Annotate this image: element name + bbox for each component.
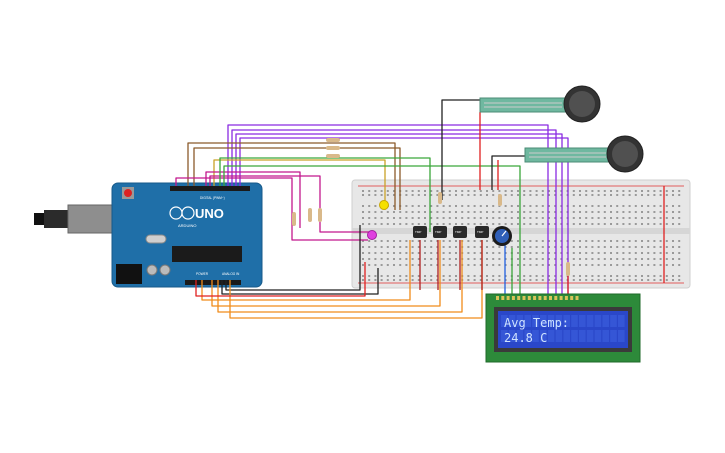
- breadboard: [351, 179, 691, 289]
- digital-header: [170, 186, 250, 191]
- lcd-module: Avg Temp: 24.8 C: [485, 293, 641, 363]
- potentiometer: [492, 226, 512, 246]
- usb-cable-end: [34, 213, 44, 225]
- capacitor: [146, 264, 158, 276]
- temp-sensor: TMP: [413, 226, 427, 238]
- board-brand: ARDUINO: [178, 223, 196, 228]
- temp-sensor: TMP: [433, 226, 447, 238]
- arduino-infinity-logo: [169, 206, 183, 220]
- resistor: [326, 146, 340, 150]
- temp-sensor-label: TMP: [455, 230, 461, 234]
- breadboard-holes: [362, 190, 681, 281]
- digital-label: DIGITAL (PWM~): [200, 196, 225, 200]
- analog-label: ANALOG IN: [222, 272, 240, 276]
- resistor: [318, 208, 322, 222]
- resistor: [498, 194, 502, 206]
- temp-sensor: TMP: [475, 226, 489, 238]
- temp-sensor-label: TMP: [415, 230, 421, 234]
- lcd-pin-header: [496, 296, 579, 300]
- temp-sensor: TMP: [453, 226, 467, 238]
- resistor: [292, 212, 296, 226]
- resistor: [566, 262, 570, 276]
- lcd-line-2: 24.8 C: [504, 331, 547, 345]
- temperature-sensors: TMP TMP TMP TMP: [413, 226, 489, 238]
- lcd-character-grid: [501, 315, 625, 342]
- resistor: [438, 192, 442, 204]
- temp-sensor-label: TMP: [435, 230, 441, 234]
- usb-cable-plug: [44, 210, 70, 228]
- force-sensor-top: [479, 85, 601, 123]
- force-sensor-bottom: [524, 135, 644, 173]
- resistors: [292, 138, 570, 276]
- wires: [175, 99, 665, 319]
- lcd-line-1: Avg Temp:: [504, 316, 569, 330]
- capacitor: [159, 264, 171, 276]
- atmega-chip: [172, 246, 242, 262]
- crystal-oscillator: [145, 234, 167, 244]
- rgb-led: [367, 230, 377, 240]
- resistor: [308, 208, 312, 222]
- resistor: [326, 154, 340, 158]
- resistor: [326, 138, 340, 142]
- reset-button-cap: [124, 189, 132, 197]
- temp-sensor-label: TMP: [477, 230, 483, 234]
- yellow-led: [379, 200, 389, 210]
- usb-port: [67, 204, 117, 234]
- power-label: POWER: [196, 272, 209, 276]
- power-jack: [116, 264, 142, 284]
- arduino-uno-board: UNO ARDUINO DIGITAL (PWM~) POWER ANALOG …: [34, 182, 263, 288]
- analog-power-header: [185, 280, 241, 285]
- board-logo: UNO: [195, 206, 224, 221]
